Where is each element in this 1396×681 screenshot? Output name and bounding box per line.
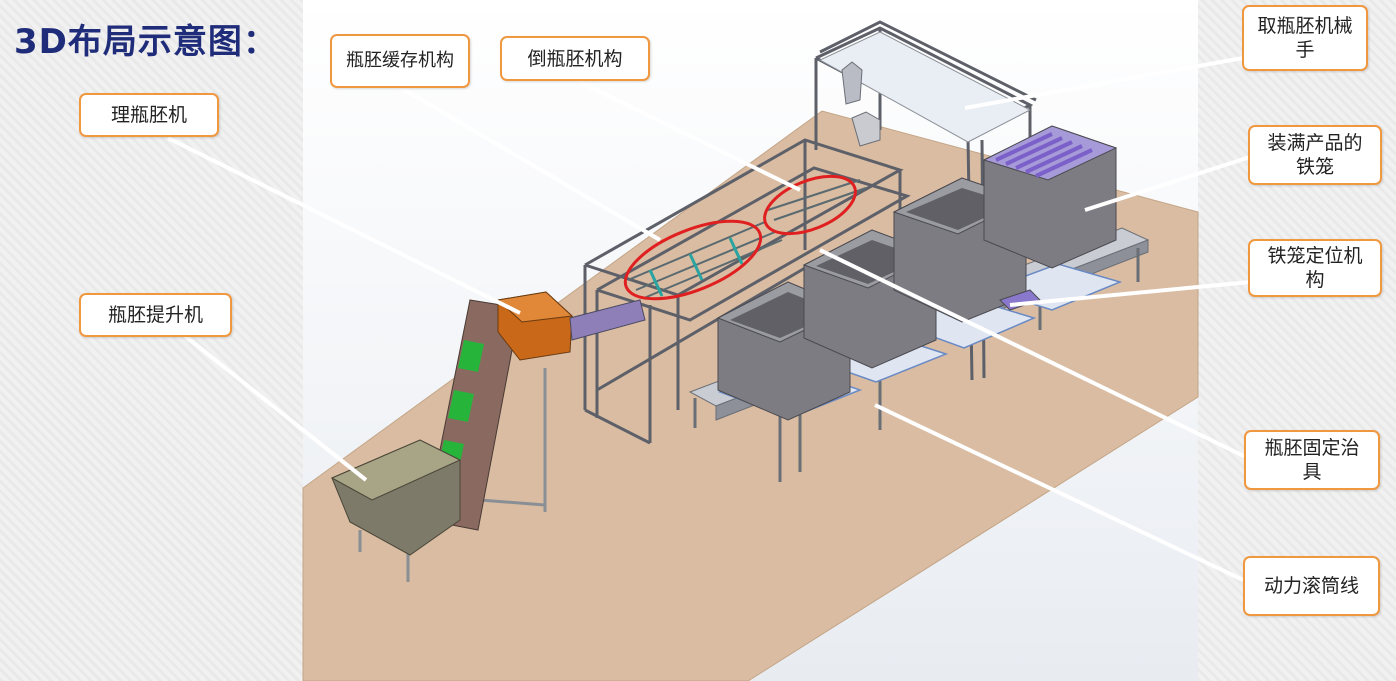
callout-tilt-mechanism: 倒瓶胚机构 xyxy=(500,36,650,81)
callout-fixture-text: 瓶胚固定治具 xyxy=(1264,437,1360,483)
callout-full-cage-text: 装满产品的铁笼 xyxy=(1267,132,1363,178)
callout-bottle-sorter: 理瓶胚机 xyxy=(79,93,219,137)
buffer-highlight xyxy=(623,219,763,301)
slide-title: 3D布局示意图： xyxy=(14,22,278,62)
buffer-crossbars xyxy=(648,237,744,297)
callout-fixture: 瓶胚固定治具 xyxy=(1244,430,1380,490)
callout-roller-line-text: 动力滚筒线 xyxy=(1263,575,1359,597)
tilt-highlight xyxy=(763,174,857,236)
callout-buffer-text: 瓶胚缓存机构 xyxy=(346,50,454,71)
callout-cage-positioning: 铁笼定位机构 xyxy=(1248,239,1382,297)
callout-roller-line: 动力滚筒线 xyxy=(1243,556,1380,616)
gantry-beam xyxy=(818,31,1032,143)
callout-robot-arm: 取瓶胚机械手 xyxy=(1242,5,1368,71)
bottle-elevator xyxy=(330,299,547,582)
callout-bottle-elevator: 瓶胚提升机 xyxy=(79,293,232,337)
callout-cage-positioning-text: 铁笼定位机构 xyxy=(1267,245,1363,291)
gripper xyxy=(841,61,863,105)
gripper-head xyxy=(851,111,881,147)
callout-robot-arm-text: 取瓶胚机械手 xyxy=(1257,15,1353,61)
callout-buffer-mechanism: 瓶胚缓存机构 xyxy=(330,34,470,88)
cage-full xyxy=(982,125,1118,269)
bottle-sorter xyxy=(496,291,646,361)
leader-lines xyxy=(167,56,1251,582)
callout-full-cage: 装满产品的铁笼 xyxy=(1248,125,1382,185)
